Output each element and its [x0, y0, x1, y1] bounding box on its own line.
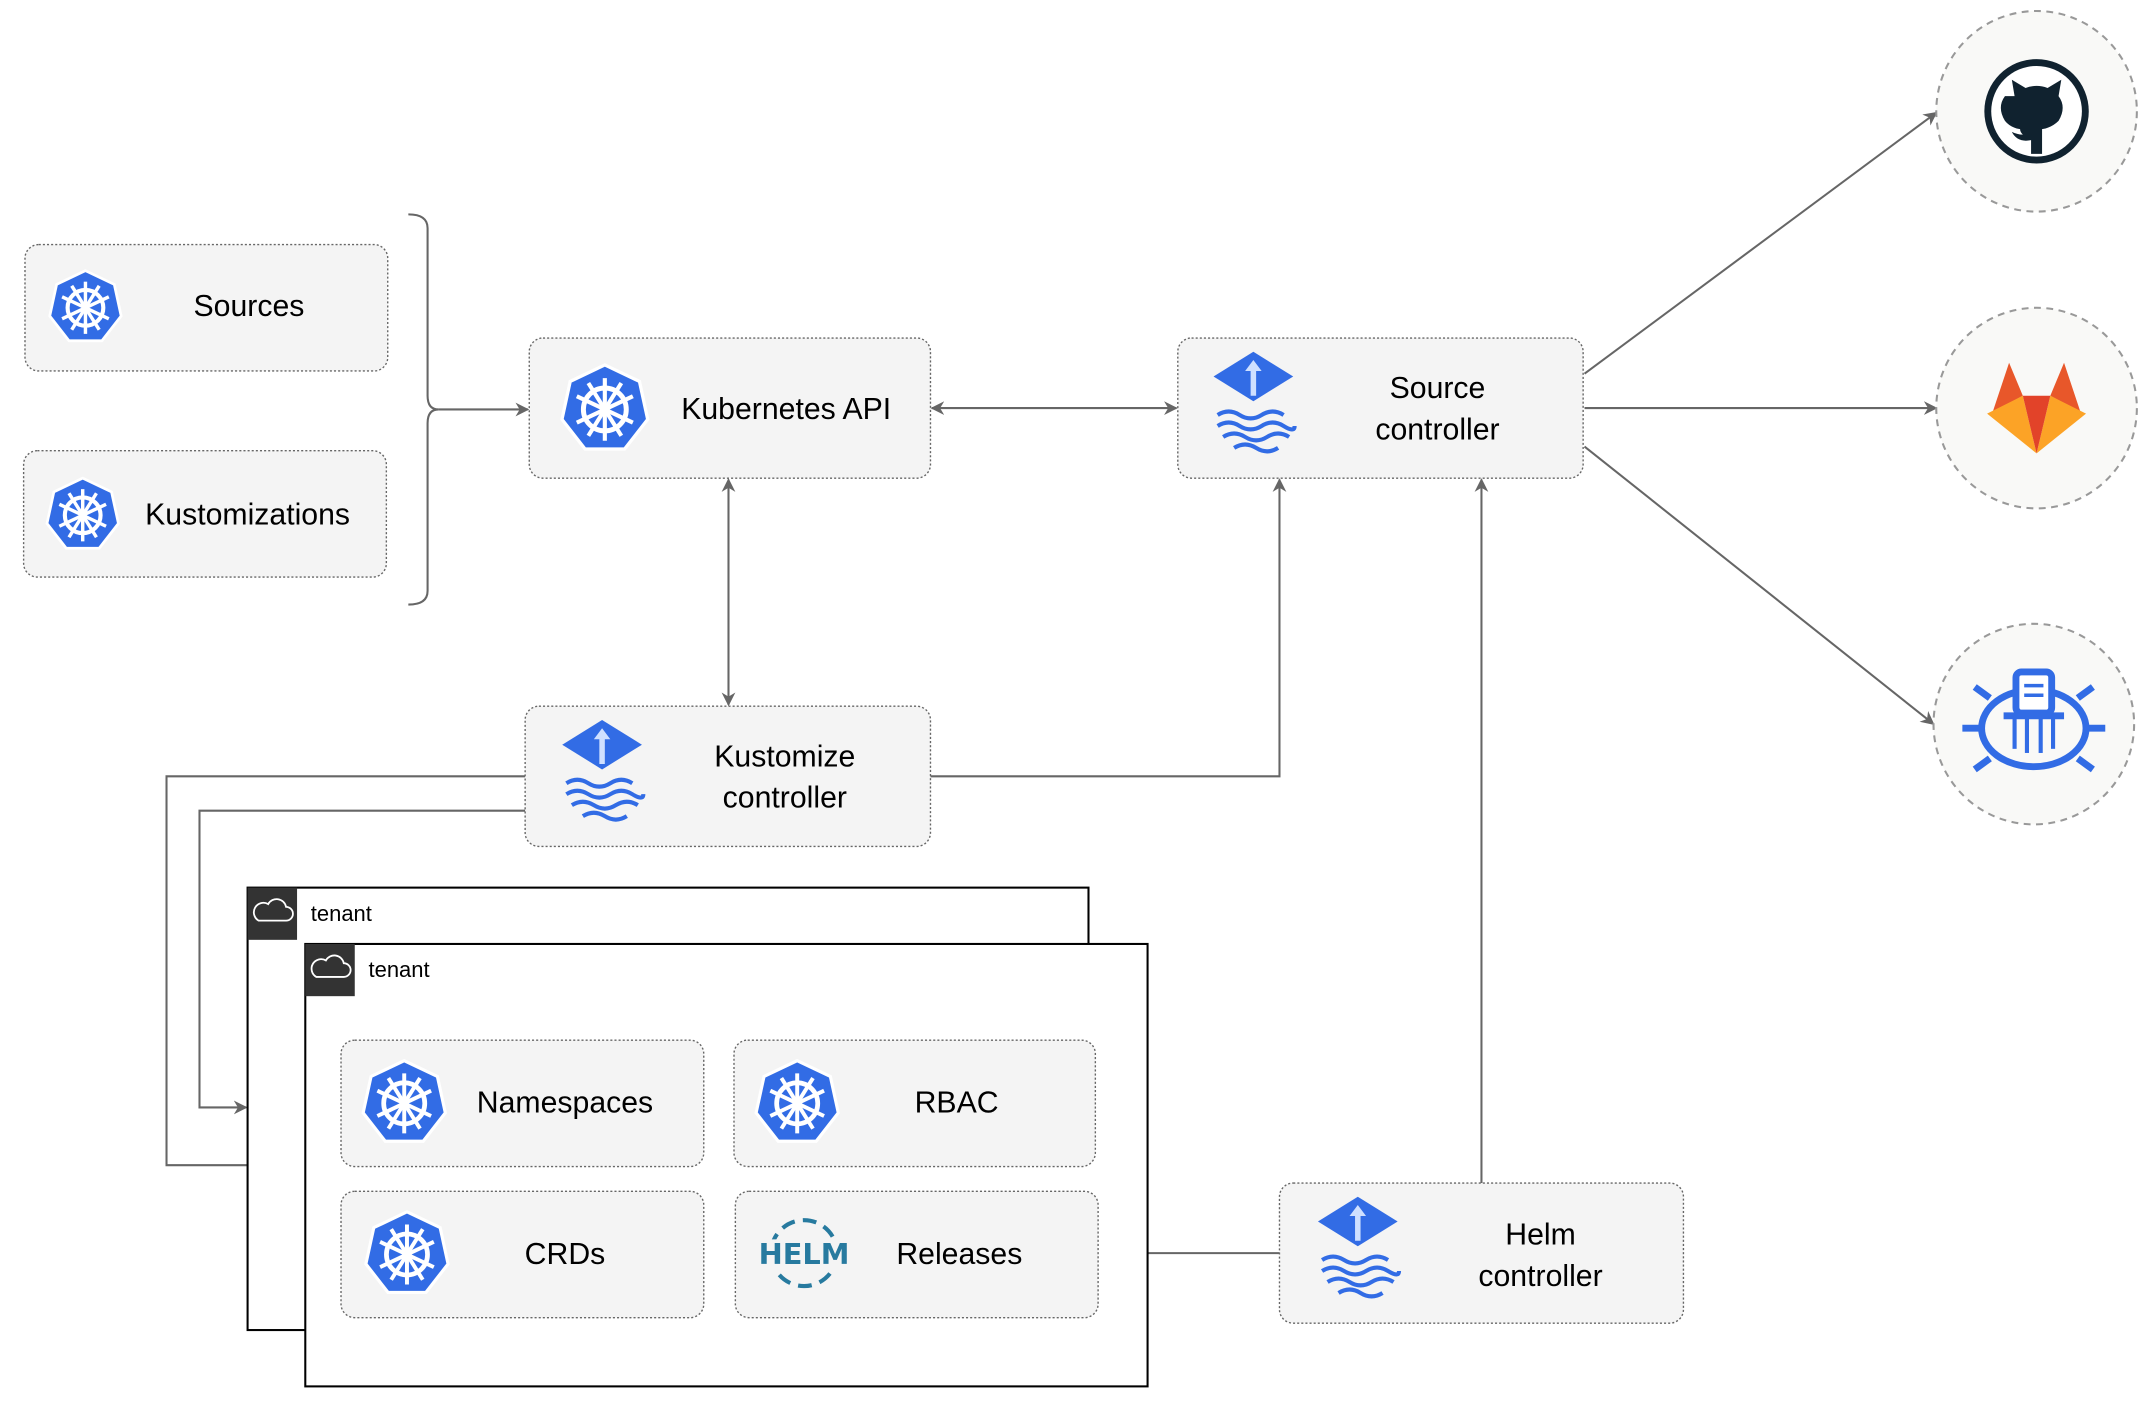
svg-text:HELM: HELM: [759, 1237, 850, 1271]
source-controller-node[interactable]: Source controller: [1177, 337, 1584, 479]
edge-kustomize-to-tenant-front: [165, 775, 526, 1173]
kubernetes-icon: [562, 365, 648, 449]
github-node[interactable]: [1935, 9, 2138, 213]
kubernetes-icon: [50, 271, 121, 341]
helm-controller-label-line2: controller: [1478, 1260, 1602, 1293]
namespaces-node[interactable]: Namespaces: [340, 1039, 705, 1168]
github-icon: [1984, 59, 2089, 164]
kustomize-controller-label-line2: controller: [723, 782, 847, 815]
brace: [408, 213, 439, 606]
kustomize-controller-node[interactable]: Kustomize controller: [524, 705, 932, 848]
helm-controller-label-line1: Helm: [1505, 1219, 1576, 1252]
harbor-node[interactable]: [1932, 622, 2136, 826]
edge-kustomize-to-source-controller: [930, 478, 1287, 778]
edge-source-to-harbor: [1583, 445, 1935, 725]
cloud-icon: [304, 943, 356, 998]
edge-source-to-github: [1583, 111, 1938, 375]
releases-label: Releases: [896, 1238, 1022, 1271]
releases-node[interactable]: HELM Releases: [734, 1190, 1099, 1319]
source-controller-label-line1: Source: [1390, 372, 1486, 405]
harbor-icon: [1962, 668, 2106, 773]
kubernetes-icon: [756, 1061, 838, 1142]
sources-label: Sources: [194, 290, 305, 323]
rbac-node[interactable]: RBAC: [733, 1039, 1097, 1168]
rbac-label: RBAC: [915, 1087, 999, 1120]
kustomizations-label: Kustomizations: [145, 499, 350, 532]
kubernetes-api-label: Kubernetes API: [681, 393, 891, 426]
source-controller-label-line2: controller: [1375, 413, 1499, 446]
kubernetes-icon: [366, 1212, 448, 1293]
helm-controller-node[interactable]: Helm controller: [1278, 1182, 1685, 1324]
kubernetes-icon: [363, 1061, 445, 1142]
crds-node[interactable]: CRDs: [340, 1190, 705, 1319]
tenant-label: tenant: [369, 957, 430, 982]
cloud-icon: [246, 886, 298, 941]
edge-kustomize-to-tenant-back: [198, 809, 526, 1115]
namespaces-label: Namespaces: [477, 1087, 653, 1120]
helm-icon: HELM: [759, 1218, 850, 1289]
gitlab-node[interactable]: [1935, 306, 2138, 510]
tenant-label: tenant: [311, 901, 372, 926]
crds-label: CRDs: [525, 1238, 606, 1271]
kubernetes-icon: [47, 478, 118, 548]
gitlab-icon: [1987, 362, 2087, 454]
kustomizations-node[interactable]: Kustomizations: [22, 449, 388, 578]
sources-node[interactable]: Sources: [24, 243, 389, 372]
kubernetes-api-node[interactable]: Kubernetes API: [528, 337, 932, 479]
kustomize-controller-label-line1: Kustomize: [714, 740, 855, 773]
